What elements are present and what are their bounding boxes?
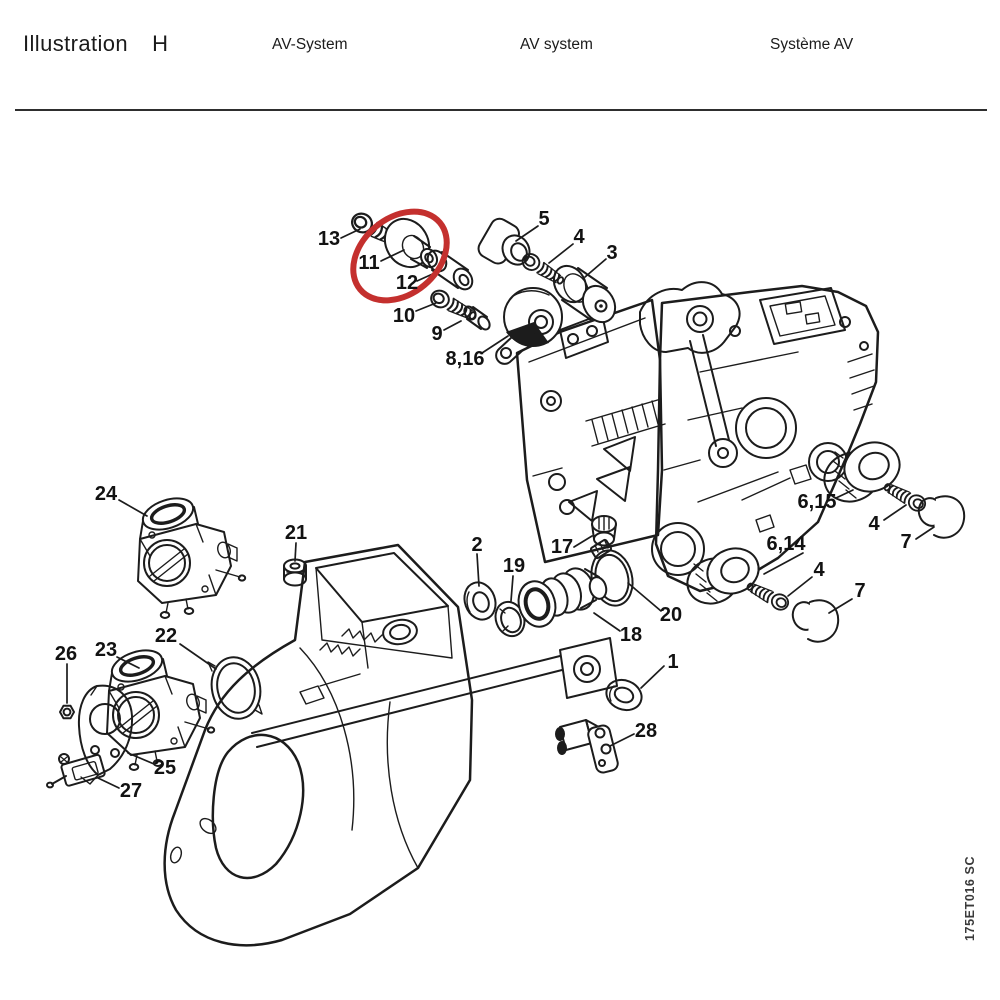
leader-lines (66, 225, 935, 789)
part-label-26: 26 (54, 643, 78, 665)
part-3-buffer (552, 264, 617, 324)
section-letter: H (152, 31, 169, 56)
part-label-1: 1 (667, 651, 679, 673)
part-label-3: 3 (606, 242, 618, 264)
part-label-13: 13 (317, 228, 341, 250)
part-18-boot (517, 567, 608, 628)
part-26-nut (59, 704, 75, 720)
page-title: Illustration H (23, 31, 168, 57)
diagram-art (46, 208, 966, 947)
part-5-flange-bushing (477, 217, 531, 266)
part-11-washer (383, 217, 439, 269)
part-label-4-b: 4 (868, 513, 880, 535)
part-label-17: 17 (550, 536, 574, 558)
part-label-21: 21 (284, 522, 308, 544)
part-label-12: 12 (395, 272, 419, 294)
part-24-carburetor (136, 490, 247, 620)
part-label-23: 23 (94, 639, 118, 661)
part-label-19: 19 (502, 555, 526, 577)
part-6-15-ring-buffer (823, 441, 901, 503)
part-1-ring (605, 678, 643, 712)
header-divider (15, 109, 987, 111)
part-label-27: 27 (119, 780, 143, 802)
part-label-18: 18 (619, 624, 643, 646)
part-22-gasket (207, 656, 263, 720)
part-4-screw-a (518, 249, 568, 290)
part-label-4-a: 4 (573, 226, 585, 248)
engine-assembly (515, 281, 880, 593)
part-21-grommet (283, 558, 307, 587)
sheet-code: 175ET016 SC (963, 855, 977, 941)
column-header-fr: Système AV (770, 36, 854, 53)
part-27-bracket (46, 753, 106, 789)
part-label-8-16: 8,16 (445, 348, 485, 370)
part-label-6-15: 6,15 (797, 491, 837, 513)
part-label-28: 28 (634, 720, 658, 742)
part-17-plug (591, 515, 617, 547)
part-2-ring (463, 581, 497, 621)
column-header-de: AV-System (272, 36, 348, 53)
part-7-cap-a (917, 495, 966, 539)
part-label-6-14: 6,14 (766, 533, 806, 555)
part-9-sleeve (463, 305, 491, 331)
part-label-11: 11 (358, 252, 380, 274)
part-label-5: 5 (538, 208, 550, 230)
part-label-4-c: 4 (813, 559, 825, 581)
part-label-7-a: 7 (900, 531, 912, 553)
part-label-22: 22 (154, 625, 178, 647)
part-label-24: 24 (94, 483, 118, 505)
part-4-screw-b (880, 478, 929, 515)
part-4-screw-c (743, 578, 792, 614)
part-label-20: 20 (659, 604, 683, 626)
part-label-25: 25 (153, 757, 177, 779)
part-label-2: 2 (471, 534, 483, 556)
tank-handle-assembly (163, 543, 618, 947)
part-label-7-b: 7 (854, 580, 866, 602)
part-label-10: 10 (392, 305, 416, 327)
part-28-buffer-block (555, 719, 619, 774)
column-header-en: AV system (520, 36, 593, 53)
part-label-9: 9 (431, 323, 443, 345)
highlight-ellipse (350, 208, 450, 304)
part-7-cap-b (791, 599, 840, 643)
part-8-16-mount (495, 287, 563, 365)
page-title-text: Illustration (23, 31, 129, 56)
part-6-14-ring-buffer (686, 547, 760, 605)
